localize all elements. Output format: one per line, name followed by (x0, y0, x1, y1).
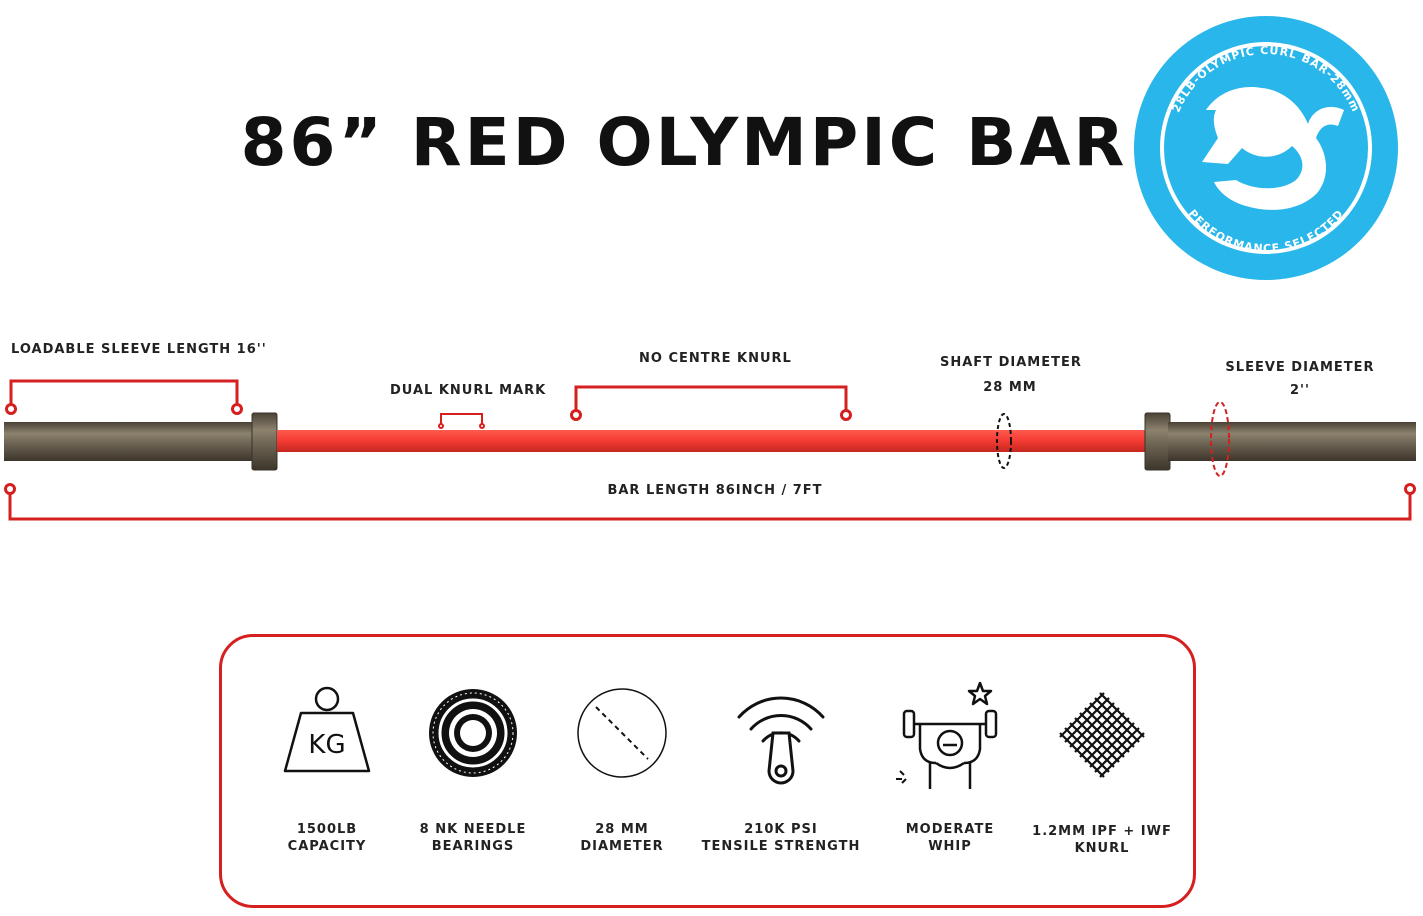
left-sleeve (4, 422, 254, 461)
feature-knurl: 1.2MM IPF + IWF KNURL (1022, 687, 1182, 856)
no-centre-knurl-bracket (570, 385, 852, 421)
page-title: 86” RED OLYMPIC BAR (240, 104, 1128, 181)
no-centre-knurl-label: NO CENTRE KNURL (639, 351, 792, 366)
sleeve-diameter-marker (1210, 401, 1230, 477)
sleeve-diameter-title: SLEEVE DIAMETER (1225, 360, 1375, 375)
sleeve-diameter-value: 2'' (1289, 383, 1310, 398)
right-sleeve (1168, 422, 1416, 461)
dual-knurl-mark-bracket (438, 413, 485, 429)
needle-bearing-icon (429, 689, 517, 777)
feature-tensile-line1: 210K PSI (744, 822, 818, 837)
feature-bearings-line2: BEARINGS (431, 839, 515, 854)
tensile-strength-icon (737, 696, 825, 785)
red-shaft (277, 430, 1145, 452)
right-collar (1144, 412, 1171, 471)
bar-diagram (4, 379, 1416, 521)
bar-length-bracket (4, 483, 1416, 521)
feature-knurl-line1: 1.2MM IPF + IWF (1032, 824, 1172, 839)
sleeve-length-label: LOADABLE SLEEVE LENGTH 16'' (11, 342, 267, 357)
feature-whip: MODERATE WHIP (870, 679, 1030, 854)
flexed-arm-icon (1202, 86, 1344, 210)
weightlifter-icon (896, 681, 998, 789)
feature-tensile: 210K PSI TENSILE STRENGTH (701, 687, 861, 854)
bar-length-label: BAR LENGTH 86INCH / 7FT (607, 483, 823, 498)
shaft-diameter-title: SHAFT DIAMETER (940, 355, 1082, 370)
feature-capacity: KG 1500LB CAPACITY (247, 683, 407, 854)
feature-whip-line2: WHIP (928, 839, 972, 854)
feature-whip-line1: MODERATE (905, 822, 995, 837)
features-panel: KG 1500LB CAPACITY 8 NK NEEDLE BEARINGS … (219, 634, 1196, 908)
shaft-diameter-value: 28 MM (983, 380, 1037, 395)
brand-badge: 28LB-OLYMPIC CURL BAR-28mm PERFORMANCE S… (1132, 14, 1400, 282)
feature-bearings: 8 NK NEEDLE BEARINGS (393, 685, 553, 854)
feature-diameter-line2: DIAMETER (580, 839, 664, 854)
badge-graphic: 28LB-OLYMPIC CURL BAR-28mm PERFORMANCE S… (1134, 16, 1398, 280)
kg-weight-icon: KG (283, 686, 371, 773)
feature-tensile-line2: TENSILE STRENGTH (701, 839, 861, 854)
dual-knurl-label: DUAL KNURL MARK (390, 383, 547, 398)
feature-knurl-line2: KNURL (1074, 841, 1130, 856)
feature-bearings-line1: 8 NK NEEDLE (419, 822, 527, 837)
knurl-pattern-icon (1058, 691, 1146, 779)
feature-diameter-line1: 28 MM (595, 822, 649, 837)
feature-capacity-line1: 1500LB (296, 822, 358, 837)
shaft-diameter-marker (996, 413, 1012, 469)
left-collar (251, 412, 278, 471)
diameter-circle-icon (577, 688, 667, 778)
svg-text:KG: KG (308, 730, 345, 760)
sleeve-length-bracket (5, 379, 243, 415)
feature-diameter: 28 MM DIAMETER (542, 685, 702, 854)
feature-capacity-line2: CAPACITY (287, 839, 367, 854)
